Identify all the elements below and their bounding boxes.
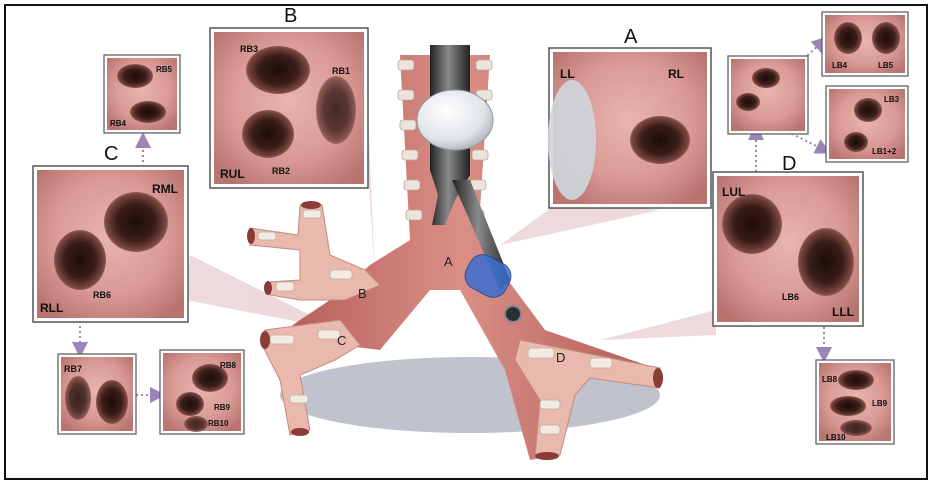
lb10-label: LB10 xyxy=(826,433,846,442)
panel-b-title: B xyxy=(284,5,297,27)
panel-c-label-rml: RML xyxy=(152,182,178,196)
tracheal-cuff xyxy=(417,90,493,150)
panel-lul-branch-view xyxy=(728,56,808,134)
panel-c-title: C xyxy=(104,143,118,165)
panel-d-label-lb6: LB6 xyxy=(782,292,799,302)
panel-b-label-rb2: RB2 xyxy=(272,166,290,176)
panel-lb8-lb10: LB8 LB9 LB10 xyxy=(816,360,894,444)
lb8-label: LB8 xyxy=(822,375,838,384)
lb5-label: LB5 xyxy=(878,61,894,70)
panel-d-label-lll: LLL xyxy=(832,305,854,319)
panel-rb5-rb4: RB5 RB4 xyxy=(104,55,180,133)
tree-letter-a: A xyxy=(444,254,453,269)
panel-b-label-rb3: RB3 xyxy=(240,44,258,54)
panel-b-label-rb1: RB1 xyxy=(332,66,350,76)
rb10-label: RB10 xyxy=(208,419,229,428)
panel-d: D LUL LB6 LLL xyxy=(713,153,863,326)
tree-letter-d: D xyxy=(556,350,565,365)
lb9-label: LB9 xyxy=(872,399,888,408)
rb8-label: RB8 xyxy=(220,361,237,370)
rb4-label: RB4 xyxy=(110,119,127,128)
rb9-label: RB9 xyxy=(214,403,231,412)
lb12-label: LB1+2 xyxy=(872,147,897,156)
lb4-label: LB4 xyxy=(832,61,848,70)
lb3-label: LB3 xyxy=(884,95,900,104)
panel-b: B RB3 RB1 RUL RB2 xyxy=(210,5,368,188)
panel-rb8-rb10: RB8 RB9 RB10 xyxy=(160,350,244,434)
panel-c-label-rll: RLL xyxy=(40,301,63,315)
panel-lb4-lb5: LB4 LB5 xyxy=(822,12,908,76)
panel-c-label-rb6: RB6 xyxy=(93,290,111,300)
tree-letter-b: B xyxy=(358,286,367,301)
rb5-label: RB5 xyxy=(156,65,173,74)
panel-lb3-lb12: LB3 LB1+2 xyxy=(826,86,908,162)
panel-a-label-ll: LL xyxy=(560,67,575,81)
panel-b-label-rul: RUL xyxy=(220,167,245,181)
panel-a-label-rl: RL xyxy=(668,67,684,81)
panel-d-label-lul: LUL xyxy=(722,185,745,199)
rb7-label: RB7 xyxy=(64,364,82,374)
panel-a-title: A xyxy=(624,26,638,48)
panel-rb7: RB7 xyxy=(58,354,136,434)
panel-c: C RML RLL RB6 xyxy=(33,143,188,322)
panel-a: A LL RL xyxy=(548,26,711,208)
tree-letter-c: C xyxy=(337,333,346,348)
